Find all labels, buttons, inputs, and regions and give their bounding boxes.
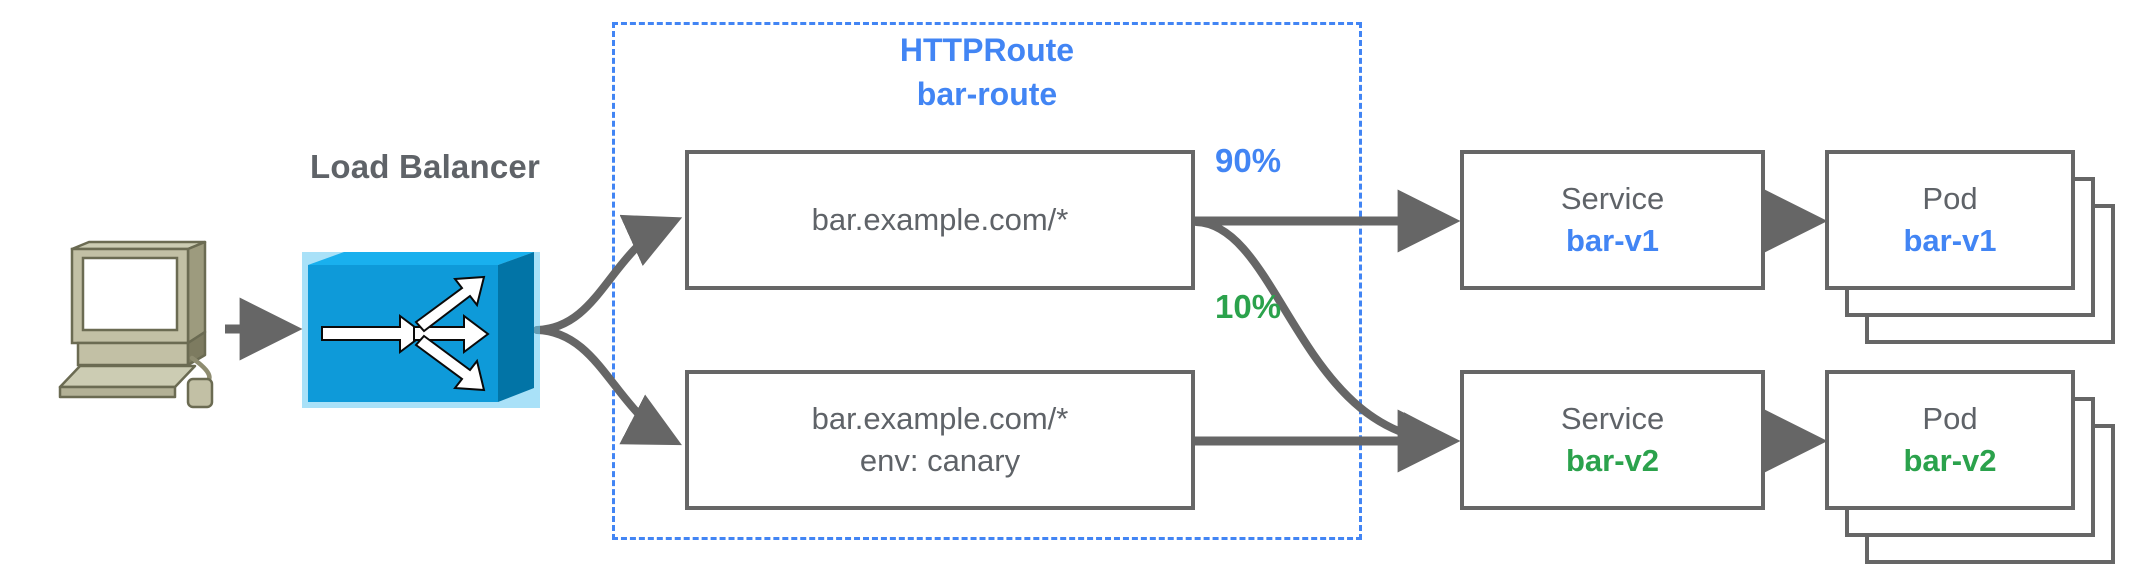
httproute-label: HTTPRoute bar-route	[612, 28, 1362, 116]
service-name-label: bar-v2	[1565, 443, 1660, 478]
service-kind-label: Service	[1560, 401, 1665, 436]
route-match-line-2: env: canary	[859, 443, 1021, 478]
pod-name-label: bar-v2	[1903, 443, 1997, 478]
service-name-label: bar-v1	[1565, 223, 1660, 258]
desktop-computer-icon	[58, 240, 214, 409]
httproute-name-label: bar-route	[916, 76, 1058, 112]
pod-stack-bar-v1[interactable]: Pod bar-v1	[1825, 150, 2115, 345]
route-match-line-1: bar.example.com/*	[811, 202, 1069, 237]
route-match-line-1: bar.example.com/*	[811, 401, 1069, 436]
weight-label-90: 90%	[1215, 142, 1282, 179]
httproute-kind-label: HTTPRoute	[899, 32, 1075, 68]
pod-box-bar-v2[interactable]: Pod bar-v2	[1825, 370, 2075, 510]
weight-label-10: 10%	[1215, 288, 1282, 325]
route-match-box-2[interactable]: bar.example.com/* env: canary	[685, 370, 1195, 510]
service-box-bar-v2[interactable]: Service bar-v2	[1460, 370, 1765, 510]
pod-stack-bar-v2[interactable]: Pod bar-v2	[1825, 370, 2115, 565]
route-match-box-1[interactable]: bar.example.com/*	[685, 150, 1195, 290]
pod-kind-label: Pod	[1922, 401, 1978, 436]
load-balancer-caption: Load Balancer	[309, 148, 540, 185]
load-balancer-icon	[302, 252, 540, 408]
service-box-bar-v1[interactable]: Service bar-v1	[1460, 150, 1765, 290]
pod-box-bar-v1[interactable]: Pod bar-v1	[1825, 150, 2075, 290]
service-kind-label: Service	[1560, 181, 1665, 216]
pod-name-label: bar-v1	[1903, 223, 1997, 258]
pod-kind-label: Pod	[1922, 181, 1978, 216]
